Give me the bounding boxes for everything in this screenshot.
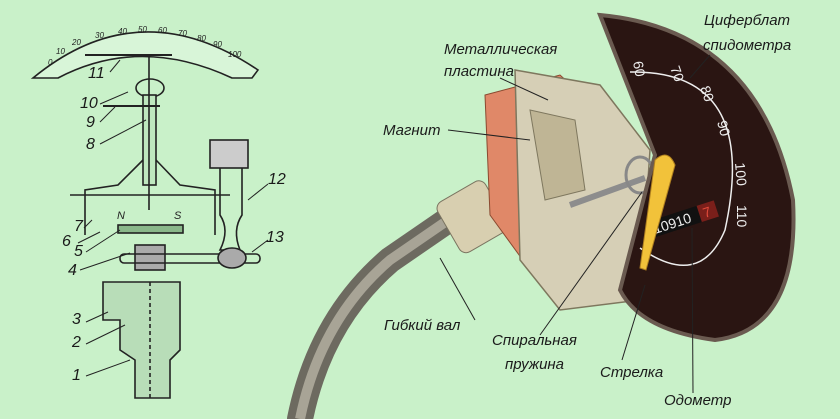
part-7: 7 [74, 218, 83, 235]
part-10: 10 [80, 95, 98, 112]
part-13: 13 [266, 229, 284, 246]
label-dial-2: спидометра [703, 37, 792, 54]
part-2: 2 [72, 334, 81, 351]
schematic-housing [102, 281, 181, 399]
svg-text:60: 60 [630, 60, 648, 78]
label-metal-plate-2: пластина [444, 63, 514, 80]
spindle [568, 175, 647, 208]
part-5: 5 [74, 243, 83, 260]
part-9: 9 [86, 114, 95, 131]
svg-text:110: 110 [734, 205, 750, 228]
part-11: 11 [88, 65, 105, 82]
pole-s: S [174, 210, 182, 222]
label-needle: Стрелка [600, 364, 664, 381]
label-magnet: Магнит [383, 122, 441, 139]
label-metal-plate-1: Металлическая [444, 41, 558, 58]
needle [639, 154, 676, 271]
part-4: 4 [68, 262, 77, 279]
schematic-speedometer: N S [30, 31, 261, 399]
part-1: 1 [72, 367, 81, 384]
svg-text:90: 90 [714, 119, 734, 138]
label-spiral-spring-1: Спиральная [492, 332, 577, 349]
label-dial-1: Циферблат [704, 12, 791, 29]
svg-text:70: 70 [667, 64, 687, 84]
label-spiral-spring-2: пружина [505, 356, 565, 373]
part-6: 6 [62, 233, 71, 250]
part-3: 3 [72, 311, 81, 328]
label-flexible-shaft: Гибкий вал [384, 317, 461, 334]
label-odometer: Одометр [664, 392, 732, 409]
schematic-leader-lines [77, 59, 269, 377]
dial-scale: 60 70 80 90 100 110 [630, 60, 750, 228]
part-8: 8 [86, 136, 95, 153]
svg-text:80: 80 [697, 84, 717, 104]
svg-text:100: 100 [732, 162, 750, 187]
leader-lines [439, 54, 711, 394]
pole-n: N [117, 210, 125, 222]
flexible-shaft [287, 192, 483, 419]
part-12: 12 [268, 171, 286, 188]
